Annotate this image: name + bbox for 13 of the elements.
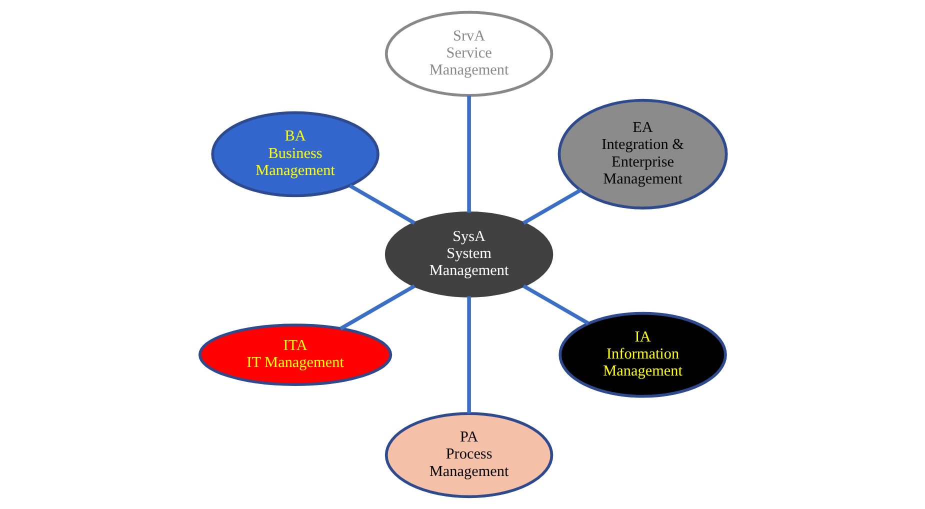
connector	[522, 284, 589, 325]
node-ellipse: EA Integration & Enterprise Management	[557, 98, 728, 210]
connector	[348, 184, 415, 225]
node-ellipse: SrvA Service Management	[384, 10, 553, 97]
connector	[466, 296, 470, 414]
connector	[339, 284, 415, 330]
node-ellipse: IA Information Management	[558, 312, 726, 398]
connector	[466, 96, 470, 213]
connector	[522, 188, 582, 225]
node-ellipse: BA Business Management	[210, 111, 379, 198]
node-ellipse: ITA IT Management	[198, 324, 392, 386]
node-ellipse: SysA System Management	[384, 212, 553, 298]
node-ellipse: PA Process Management	[384, 412, 553, 498]
